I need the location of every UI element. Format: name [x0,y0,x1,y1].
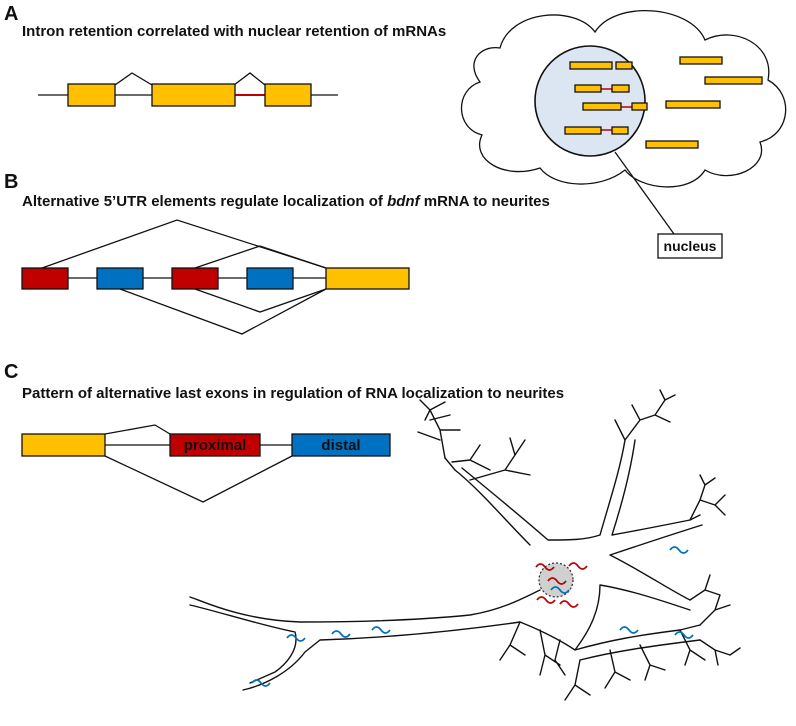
neuron [189,389,741,701]
distal-label: distal [321,437,360,454]
nuclear-mrnas [564,61,648,135]
nucleus-label: nucleus [664,238,717,254]
coding-exon [325,267,410,290]
utr-exon-red-1 [21,267,69,290]
panel-a-title: Intron retention correlated with nuclear… [22,23,446,40]
cell-cloud [460,9,787,188]
utr-exon-blue-1 [96,267,144,290]
distal-exon [291,433,391,457]
panel-a-letter: A [4,3,18,25]
utr-exon-red-2 [171,267,219,290]
upstream-exon [21,433,106,457]
panel-c-letter: C [4,361,18,383]
panel-b-gene-model [21,219,410,335]
panel-c-gene-model: proximal distal [21,424,391,503]
panel-c-title: Pattern of alternative last exons in reg… [22,385,564,402]
exon-2 [151,83,236,107]
exon-1 [67,83,116,107]
proximal-rna-squiggles [535,562,588,608]
cytoplasmic-mrnas [645,56,763,149]
exon-3 [264,83,312,107]
proximal-exon [169,433,261,457]
panel-b-letter: B [4,171,18,193]
proximal-label: proximal [184,437,247,454]
distal-rna-squiggles [251,546,694,687]
utr-exon-blue-2 [246,267,294,290]
nucleus-callout: nucleus [614,151,723,259]
panel-a-gene-model [38,72,338,107]
panel-b-title: Alternative 5’UTR elements regulate loca… [22,193,550,210]
